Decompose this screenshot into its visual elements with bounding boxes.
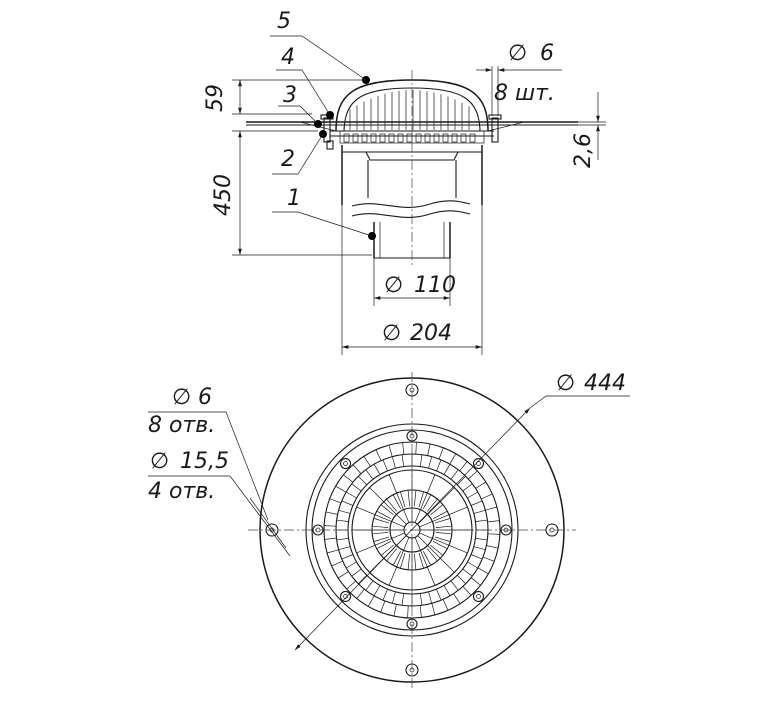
svg-text:15,5: 15,5: [180, 449, 229, 474]
callout-3: 3: [278, 83, 322, 128]
bolt-hole: [339, 457, 352, 470]
svg-text:∅: ∅: [382, 321, 401, 346]
screw-right: [488, 114, 502, 143]
svg-text:2,6: 2,6: [571, 133, 596, 168]
callout-2: 2: [272, 130, 327, 175]
svg-text:3: 3: [283, 83, 297, 108]
svg-text:204: 204: [410, 321, 452, 346]
plan-view: ∅ 444 ∅ 6 8 отв. ∅ 15,5 4 отв.: [148, 371, 630, 690]
svg-text:∅: ∅: [556, 371, 575, 396]
svg-text:∅: ∅: [172, 385, 191, 410]
svg-text:2: 2: [281, 147, 295, 172]
svg-text:4 отв.: 4 отв.: [148, 479, 215, 504]
svg-text:110: 110: [414, 273, 456, 298]
side-view: 5 4 3 2 1 59: [203, 9, 606, 355]
bolt-hole: [472, 457, 485, 470]
dim-screw: ∅ 6 8 шт.: [476, 41, 562, 116]
svg-text:59: 59: [203, 84, 228, 112]
svg-text:6: 6: [198, 385, 212, 410]
dim-small-holes: ∅ 6 8 отв.: [148, 385, 269, 521]
svg-text:∅: ∅: [150, 449, 169, 474]
dim-body-diameter: ∅ 204: [341, 205, 483, 355]
svg-text:8 отв.: 8 отв.: [148, 413, 215, 438]
svg-text:8 шт.: 8 шт.: [494, 81, 555, 106]
svg-text:∅: ∅: [508, 41, 527, 66]
callout-1: 1: [272, 186, 376, 240]
dim-pipe-diameter: ∅ 110: [373, 258, 456, 306]
svg-text:4: 4: [281, 45, 295, 70]
bolt-hole: [339, 590, 352, 603]
svg-text:5: 5: [277, 9, 291, 34]
dim-total-height: 450: [211, 130, 372, 256]
svg-text:444: 444: [584, 371, 626, 396]
dim-flange-diameter: ∅ 444: [294, 371, 630, 651]
bolt-hole: [472, 590, 485, 603]
svg-text:∅: ∅: [384, 273, 403, 298]
dim-large-holes: ∅ 15,5 4 отв.: [148, 449, 291, 557]
svg-text:450: 450: [211, 174, 236, 216]
dim-grate-height: 59: [203, 79, 362, 115]
svg-text:6: 6: [540, 41, 554, 66]
dim-flange-thickness: 2,6: [571, 92, 606, 168]
svg-text:1: 1: [287, 186, 301, 211]
callout-4: 4: [276, 45, 334, 119]
callout-5: 5: [270, 9, 370, 84]
